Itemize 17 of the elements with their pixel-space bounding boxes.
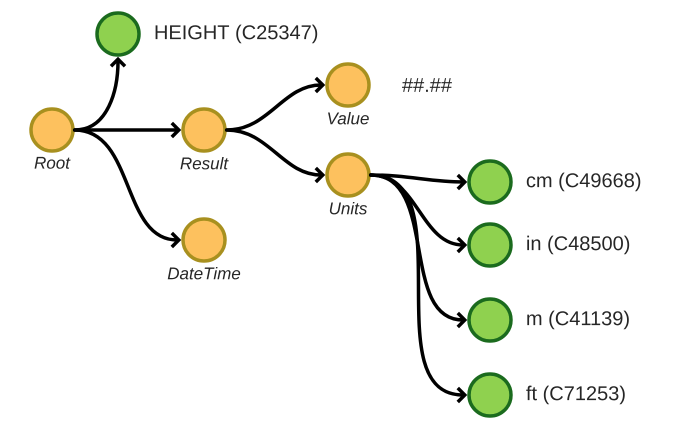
- node-label: Value: [328, 112, 369, 124]
- node-label: DateTime: [168, 266, 240, 280]
- node-label: Root: [34, 156, 71, 169]
- code-label: ft (C71253): [526, 386, 625, 404]
- arrow: [369, 173, 468, 404]
- arrow: [369, 173, 468, 190]
- node-label: Result: [180, 156, 229, 170]
- code-label: HEIGHT (C25347): [156, 24, 318, 44]
- code-label: m (C41139): [527, 310, 629, 330]
- arrow: [225, 76, 326, 132]
- value-label: ##.##: [402, 78, 452, 92]
- node-label: Units: [330, 202, 368, 214]
- code-label: cm (C49668): [526, 172, 640, 192]
- arrow: [73, 122, 182, 138]
- code-label: in (C48500): [527, 236, 630, 254]
- arrow: [225, 128, 326, 184]
- arrow: [73, 128, 182, 248]
